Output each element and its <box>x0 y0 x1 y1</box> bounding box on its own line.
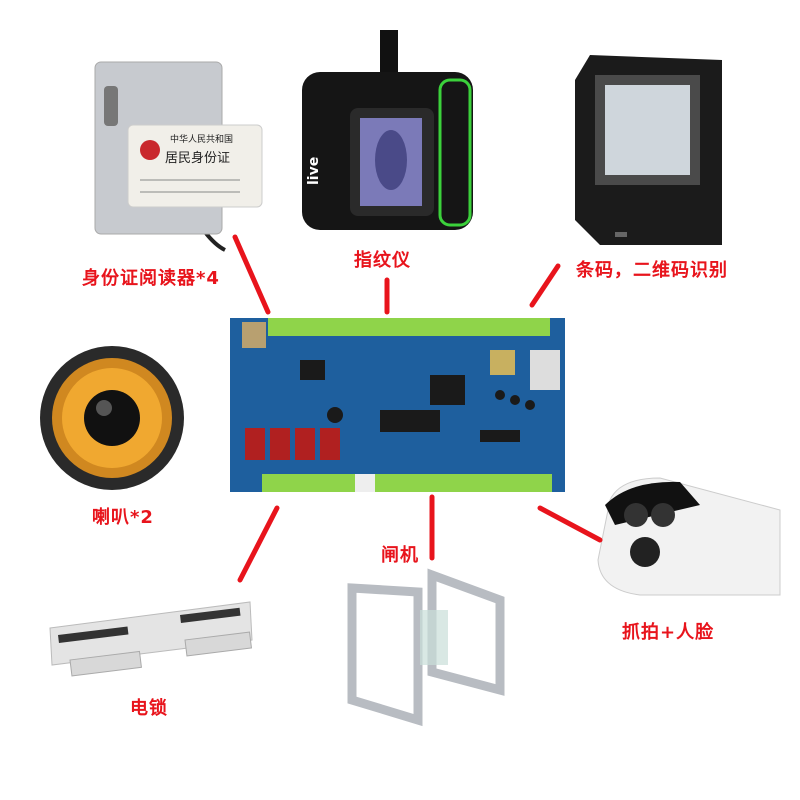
barcode-scanner <box>575 55 722 245</box>
id-card-country: 中华人民共和国 <box>170 133 233 145</box>
control-board <box>230 318 565 492</box>
id-card-title: 居民身份证 <box>165 150 230 166</box>
connector-barcode <box>529 263 561 308</box>
connectors <box>232 234 603 583</box>
label-camera: 抓拍+人脸 <box>622 622 715 643</box>
label-fingerprint: 指纹仪 <box>354 250 411 271</box>
fingerprint-scanner: live <box>302 30 473 230</box>
connector-id-reader <box>232 234 271 315</box>
label-gate: 闸机 <box>381 545 419 566</box>
label-lock: 电锁 <box>130 698 168 719</box>
label-barcode: 条码，二维码识别 <box>576 260 728 281</box>
fingerprint-logo: live <box>306 157 322 185</box>
label-id-reader: 身份证阅读器*4 <box>82 268 220 289</box>
id-card-reader: 中华人民共和国 居民身份证 <box>94 61 263 252</box>
label-speaker: 喇叭*2 <box>92 507 154 528</box>
turnstile-gate <box>347 568 505 727</box>
connector-lock <box>237 505 280 583</box>
camera <box>597 477 781 596</box>
connector-camera <box>537 505 603 543</box>
electric-lock <box>49 601 253 677</box>
speaker <box>40 346 184 490</box>
